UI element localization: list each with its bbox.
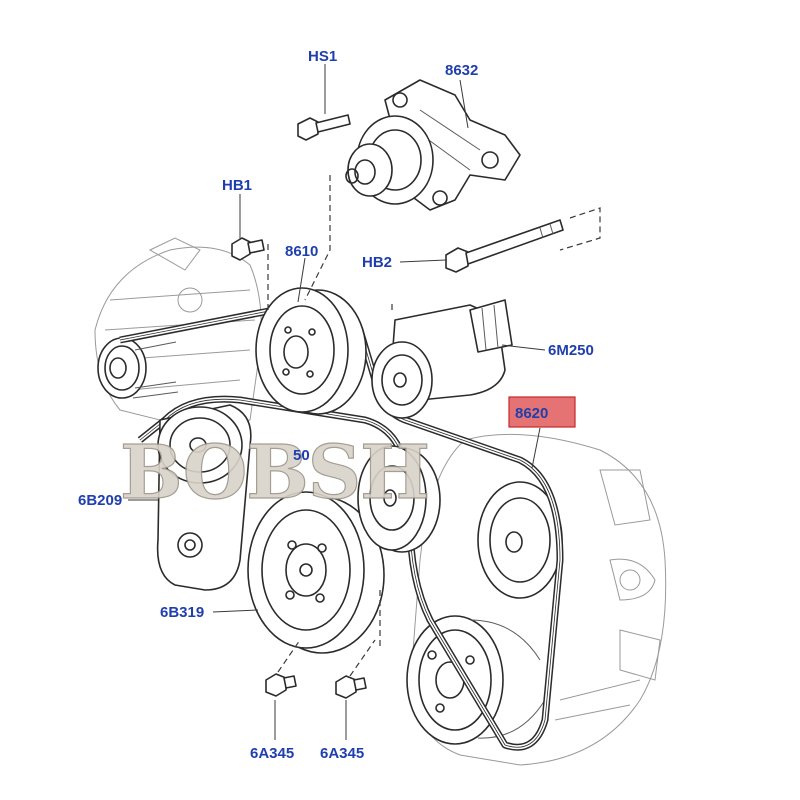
pump-body — [345, 115, 434, 205]
bolt-6a345-right — [335, 675, 367, 699]
label-6a345-left: 6A345 — [250, 745, 294, 762]
label-hb2: HB2 — [362, 254, 392, 271]
water-pump-pulley — [255, 287, 367, 415]
lower-idler-pulley — [357, 445, 441, 553]
alternator-pulley — [97, 329, 179, 399]
bolt-hs1 — [297, 114, 351, 141]
upper-idler-tensioner — [371, 299, 513, 419]
label-hs1: HS1 — [308, 48, 337, 65]
label-8620: 8620 — [515, 405, 548, 422]
bolt-hb1 — [231, 237, 265, 261]
label-6b209: 6B209 — [78, 492, 122, 509]
belt-tensioner — [156, 404, 252, 591]
label-8632: 8632 — [445, 62, 478, 79]
label-hb1: HB1 — [222, 177, 252, 194]
bolt-hb2 — [445, 219, 564, 273]
label-8610: 8610 — [285, 243, 318, 260]
label-6a345-right: 6A345 — [320, 745, 364, 762]
ac-rear-pulley — [477, 481, 563, 599]
ac-compressor-clutch — [406, 615, 546, 745]
crankshaft-pulley — [247, 491, 385, 654]
label-50: 50 — [293, 447, 310, 464]
label-6b319: 6B319 — [160, 604, 204, 621]
label-6m250: 6M250 — [548, 342, 594, 359]
bolt-6a345-left — [265, 673, 297, 697]
watermark-text: BOBSH — [120, 430, 430, 516]
ac-compressor-outline — [409, 433, 667, 766]
highlight-box-8620 — [508, 396, 576, 428]
leader-lines — [128, 64, 546, 740]
assembly-guide-lines — [267, 175, 601, 677]
